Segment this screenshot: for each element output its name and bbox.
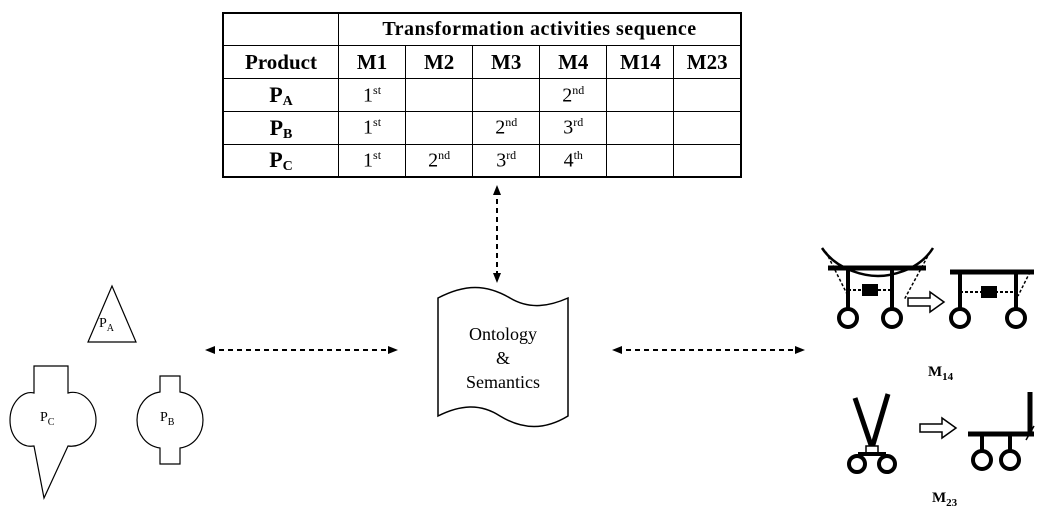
cell-ordinal: 1 xyxy=(363,149,374,172)
product-letter: P xyxy=(269,147,283,173)
table-corner-cell xyxy=(222,12,339,47)
column-header-m2: M2 xyxy=(405,45,474,80)
column-header-m14: M14 xyxy=(606,45,675,80)
product-letter: P xyxy=(269,81,283,107)
table-cell xyxy=(673,110,742,145)
row-product-label: PA xyxy=(222,78,339,112)
column-header-m23: M23 xyxy=(673,45,742,80)
pa-sub: A xyxy=(106,322,115,334)
pa-main: P xyxy=(99,316,107,331)
column-header-m3: M3 xyxy=(472,45,541,80)
pc-main: P xyxy=(40,410,48,425)
machine-m14-before xyxy=(820,247,935,329)
cell-ordinal: 2 xyxy=(495,117,506,140)
table-cell: 4th xyxy=(539,143,608,178)
table-header-title: Transformation activities sequence xyxy=(338,12,742,47)
cell-ordinal-suffix: nd xyxy=(438,148,451,163)
m23-main: M xyxy=(932,490,947,506)
product-pa-label: PA xyxy=(99,316,114,334)
pb-main: P xyxy=(160,410,168,425)
m14-transform-arrow xyxy=(907,290,946,314)
row-product-label: PC xyxy=(222,143,339,178)
table-header-row: Transformation activities sequence xyxy=(222,12,742,47)
table-cell xyxy=(405,110,474,145)
table-cell: 2nd xyxy=(405,143,474,178)
cell-ordinal: 1 xyxy=(363,117,374,140)
column-header-m4: M4 xyxy=(539,45,608,80)
table-cell: 1st xyxy=(337,143,407,178)
cell-ordinal-suffix: rd xyxy=(506,148,517,163)
table-cell xyxy=(472,78,541,112)
pb-sub: B xyxy=(167,416,175,428)
cell-ordinal: 4 xyxy=(563,149,574,172)
ontology-ampersand: & xyxy=(495,348,510,368)
transformation-sequence-table: Transformation activities sequence Produ… xyxy=(222,12,742,178)
product-pa-triangle xyxy=(87,284,137,343)
machine-m23-after xyxy=(968,392,1035,471)
product-pc-shape xyxy=(9,365,97,500)
product-pc-label: PC xyxy=(40,410,54,428)
table-cell: 3rd xyxy=(539,110,608,145)
m14-sub: 14 xyxy=(942,371,954,383)
product-subscript: A xyxy=(282,93,293,109)
machine-m23-before xyxy=(847,393,897,474)
ontology-label: Ontology & Semantics xyxy=(440,322,566,394)
table-cell xyxy=(606,143,675,178)
product-letter: P xyxy=(269,114,284,140)
machine-m23-label: M23 xyxy=(932,490,957,509)
table-cell: 1st xyxy=(337,78,407,112)
cell-ordinal-suffix: nd xyxy=(572,82,585,97)
cell-ordinal: 2 xyxy=(562,84,573,107)
cell-ordinal-suffix: st xyxy=(373,115,382,130)
table-cell xyxy=(673,143,742,178)
cell-ordinal-suffix: nd xyxy=(505,115,518,130)
table-cell: 2nd xyxy=(472,110,541,145)
cell-ordinal: 3 xyxy=(563,117,574,140)
column-header-m1: M1 xyxy=(337,45,407,80)
cell-ordinal: 1 xyxy=(363,84,374,107)
cell-ordinal: 2 xyxy=(428,149,439,172)
row-product-label: PB xyxy=(222,110,339,145)
ontology-scroll-shape xyxy=(437,286,569,428)
pc-sub: C xyxy=(47,416,55,428)
table-row: PC 1st 2nd 3rd 4th xyxy=(222,143,742,178)
table-cell xyxy=(405,78,474,112)
ontology-line: Ontology xyxy=(468,324,537,344)
m23-transform-arrow xyxy=(919,416,958,440)
cell-ordinal-suffix: st xyxy=(373,82,382,97)
table-cell xyxy=(606,110,675,145)
table-cell: 3rd xyxy=(472,143,541,178)
product-pb-shape xyxy=(136,375,204,465)
m23-sub: 23 xyxy=(946,497,958,509)
product-subscript: C xyxy=(282,159,293,175)
table-cell: 1st xyxy=(337,110,407,145)
machine-m14-after xyxy=(949,269,1034,329)
cell-ordinal: 3 xyxy=(496,149,507,172)
product-subscript: B xyxy=(283,126,293,142)
semantics-line: Semantics xyxy=(466,372,540,392)
table-cell: 2nd xyxy=(539,78,608,112)
m14-main: M xyxy=(928,364,943,380)
cell-ordinal-suffix: st xyxy=(373,148,382,163)
cell-ordinal-suffix: rd xyxy=(573,115,584,130)
table-column-row: Product M1 M2 M3 M4 M14 M23 xyxy=(222,45,742,80)
cell-ordinal-suffix: th xyxy=(573,148,583,163)
machine-m14-label: M14 xyxy=(928,364,953,383)
table-cell xyxy=(673,78,742,112)
table-row: PB 1st 2nd 3rd xyxy=(222,110,742,145)
product-column-header: Product xyxy=(222,45,339,80)
product-pb-label: PB xyxy=(160,410,174,428)
table-cell xyxy=(606,78,675,112)
table-row: PA 1st 2nd xyxy=(222,78,742,112)
